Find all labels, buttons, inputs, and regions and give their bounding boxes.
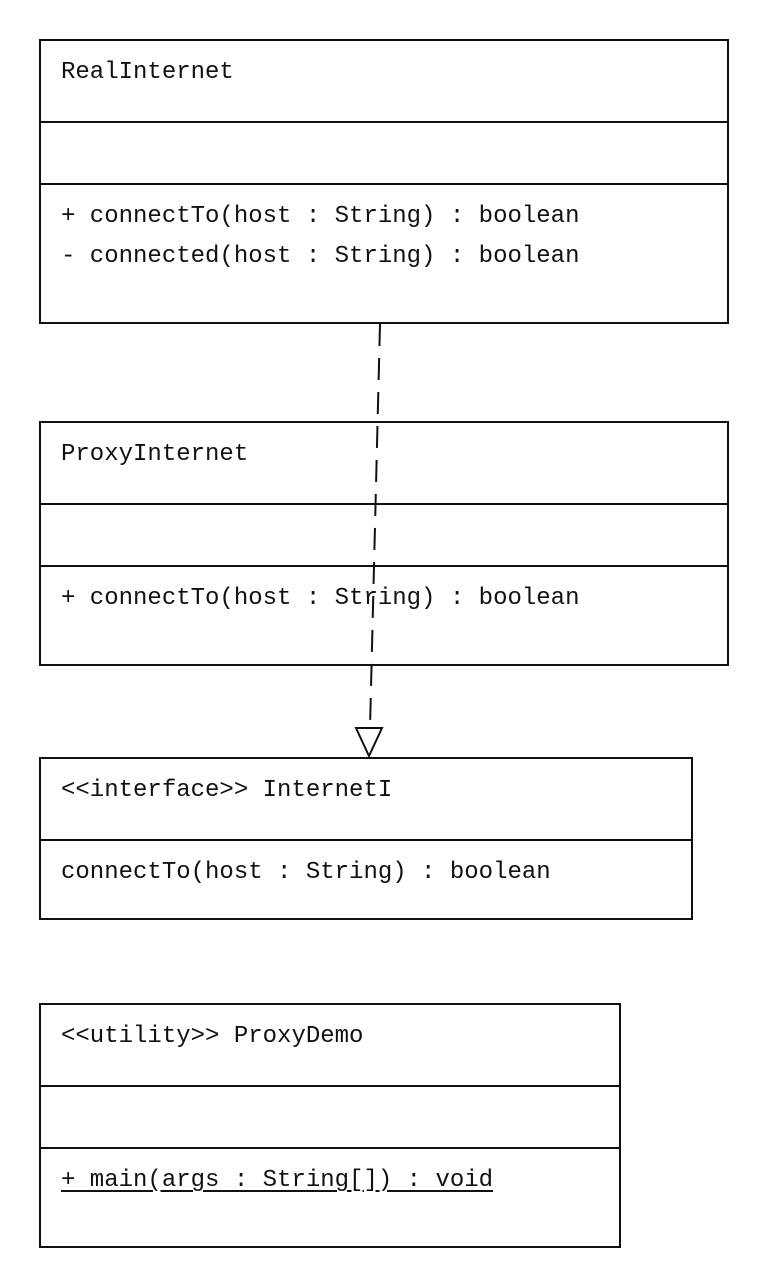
operations-compartment: + main(args : String[]) : void (41, 1147, 619, 1205)
class-internet-interface[interactable]: <<interface>> InternetI connectTo(host :… (39, 757, 693, 920)
operations-compartment: + connectTo(host : String) : boolean - c… (41, 183, 727, 281)
hollow-triangle-arrowhead (354, 727, 384, 759)
operation: + connectTo(host : String) : boolean (61, 203, 580, 230)
class-name: <<utility>> ProxyDemo (61, 1023, 364, 1050)
operations-compartment: + connectTo(host : String) : boolean (41, 565, 727, 623)
class-name: ProxyInternet (61, 441, 249, 468)
class-proxy-internet[interactable]: ProxyInternet + connectTo(host : String)… (39, 421, 729, 666)
class-name: <<interface>> InternetI (61, 777, 393, 804)
operation: connectTo(host : String) : boolean (61, 859, 551, 886)
attributes-compartment (41, 503, 727, 565)
operations-compartment: connectTo(host : String) : boolean (41, 839, 691, 897)
class-name: RealInternet (61, 59, 234, 86)
operation: - connected(host : String) : boolean (61, 243, 580, 270)
static-operation: + main(args : String[]) : void (61, 1167, 494, 1194)
operation: + connectTo(host : String) : boolean (61, 585, 580, 612)
attributes-compartment (41, 121, 727, 183)
class-real-internet[interactable]: RealInternet + connectTo(host : String) … (39, 39, 729, 324)
attributes-compartment (41, 1085, 619, 1147)
class-proxy-demo[interactable]: <<utility>> ProxyDemo + main(args : Stri… (39, 1003, 621, 1248)
